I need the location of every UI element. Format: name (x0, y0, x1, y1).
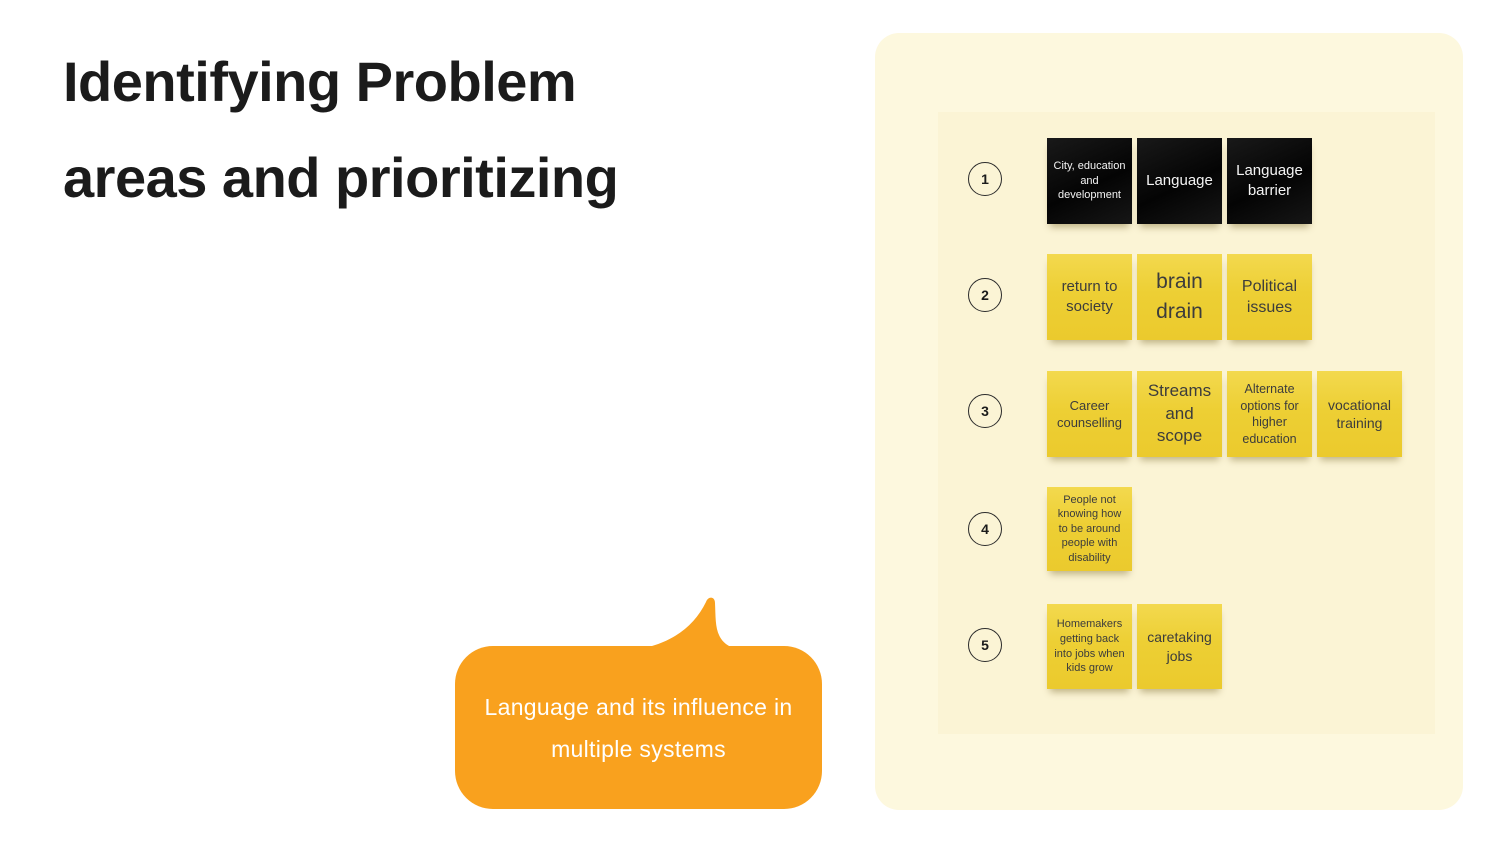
page-title-line-2: areas and prioritizing (63, 146, 619, 209)
speech-bubble-line-1: Language and its influence in (484, 693, 793, 720)
sticky-note-text: Language barrier (1236, 162, 1303, 199)
sticky-note-text: Political issues (1241, 277, 1298, 316)
priority-badge-5: 5 (968, 628, 1002, 662)
sticky-note-city-education-development: City, education and development (1047, 138, 1132, 224)
priority-badge-1: 1 (968, 162, 1002, 196)
sticky-note-career-counselling: Career counselling (1047, 371, 1132, 457)
sticky-note-text: return to society (1061, 278, 1118, 315)
sticky-note-alternate-options: Alternate options for higher education (1227, 371, 1312, 457)
sticky-note-streams-and-scope: Streams and scope (1137, 371, 1222, 457)
page-title: Identifying Problem areas and prioritizi… (63, 34, 619, 226)
sticky-note-political-issues: Political issues (1227, 254, 1312, 340)
sticky-note-text: Language (1146, 172, 1213, 190)
priority-badge-2: 2 (968, 278, 1002, 312)
speech-bubble-tail (645, 597, 733, 648)
speech-bubble-line-2: multiple systems (551, 735, 726, 762)
sticky-note-text: City, education and development (1053, 160, 1126, 202)
sticky-note-text: caretaking jobs (1147, 629, 1212, 664)
sticky-note-return-to-society: return to society (1047, 254, 1132, 340)
sticky-note-text: People not knowing how to be around peop… (1057, 493, 1122, 564)
sticky-note-caretaking-jobs: caretaking jobs (1137, 604, 1222, 689)
speech-bubble: Language and its influence in multiple s… (455, 646, 822, 809)
priority-badge-3: 3 (968, 394, 1002, 428)
sticky-note-text: Alternate options for higher education (1240, 382, 1299, 446)
sticky-note-vocational-training: vocational training (1317, 371, 1402, 457)
page-title-line-1: Identifying Problem (63, 50, 577, 113)
sticky-note-brain-drain: brain drain (1137, 254, 1222, 340)
sticky-note-text: vocational training (1327, 396, 1392, 431)
sticky-note-text: brain drain (1156, 269, 1203, 323)
sticky-note-text: Career counselling (1056, 397, 1123, 430)
sticky-note-language: Language (1137, 138, 1222, 224)
sticky-note-homemakers: Homemakers getting back into jobs when k… (1047, 604, 1132, 689)
sticky-note-language-barrier: Language barrier (1227, 138, 1312, 224)
sticky-note-people-disability: People not knowing how to be around peop… (1047, 487, 1132, 571)
priority-badge-4: 4 (968, 512, 1002, 546)
sticky-note-text: Homemakers getting back into jobs when k… (1054, 618, 1125, 675)
sticky-note-text: Streams and scope (1147, 381, 1212, 446)
